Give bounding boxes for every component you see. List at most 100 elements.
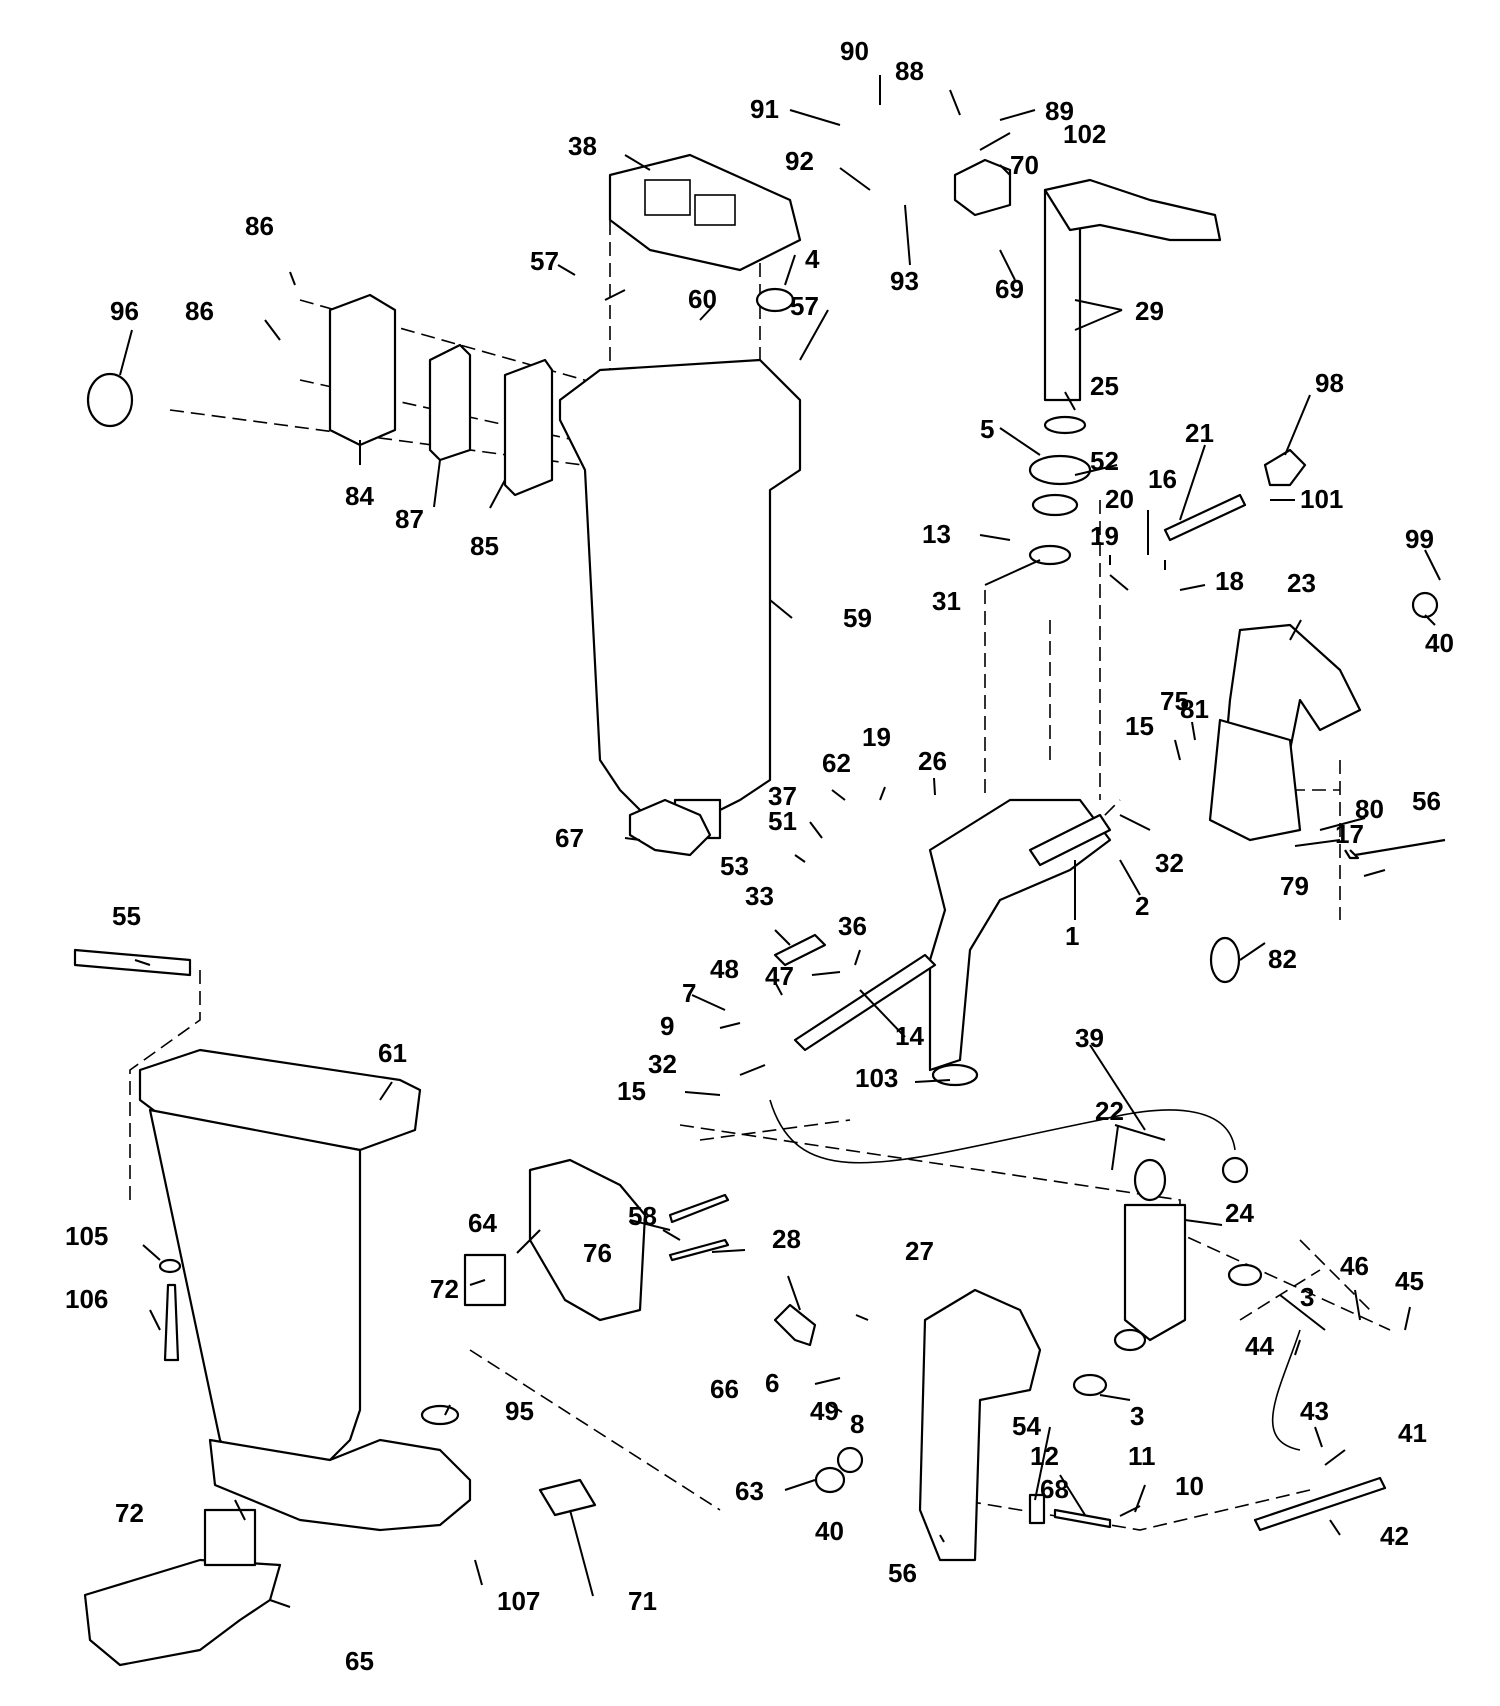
leader-lines <box>119 75 1441 1608</box>
callout-42: 42 <box>1380 1521 1409 1551</box>
callout-52: 52 <box>1090 446 1119 476</box>
callout-48: 48 <box>710 954 739 984</box>
callout-37: 37 <box>768 781 797 811</box>
callout-20: 20 <box>1105 484 1134 514</box>
callout-1: 1 <box>1065 921 1079 951</box>
callout-58: 58 <box>628 1201 657 1231</box>
plate-65 <box>83 1558 282 1667</box>
bolts-58 <box>668 1193 730 1262</box>
callout-82: 82 <box>1268 944 1297 974</box>
callout-57a: 57 <box>530 246 559 276</box>
callout-96: 96 <box>110 296 139 326</box>
callout-11: 11 <box>1128 1441 1156 1471</box>
callout-56a: 56 <box>1412 786 1441 816</box>
callout-69: 69 <box>995 274 1024 304</box>
callout-24: 24 <box>1225 1198 1254 1228</box>
callout-93: 93 <box>890 266 919 296</box>
callout-46: 46 <box>1340 1251 1369 1281</box>
callout-91: 91 <box>750 94 779 124</box>
callout-101: 101 <box>1300 484 1343 514</box>
callout-31: 31 <box>932 586 961 616</box>
callout-72b: 72 <box>115 1498 144 1528</box>
cable-39 <box>769 1099 1236 1164</box>
ring-52 <box>1031 493 1079 517</box>
rod-55 <box>73 948 192 977</box>
part-shapes <box>73 153 1446 1667</box>
callout-32b: 32 <box>648 1049 677 1079</box>
callout-70: 70 <box>1010 150 1039 180</box>
callout-3a: 3 <box>1300 1282 1314 1312</box>
callout-75: 75 <box>1160 686 1189 716</box>
callout-15b: 15 <box>617 1076 646 1106</box>
swivel-bracket-1 <box>928 798 1112 1072</box>
callout-13: 13 <box>922 519 951 549</box>
callout-38: 38 <box>568 131 597 161</box>
callout-41: 41 <box>1398 1418 1427 1448</box>
stern-bracket-27 <box>918 1288 1042 1562</box>
callout-32a: 32 <box>1155 848 1184 878</box>
callout-36: 36 <box>838 911 867 941</box>
callout-45: 45 <box>1395 1266 1424 1296</box>
callout-85: 85 <box>470 531 499 561</box>
callout-107: 107 <box>497 1586 540 1616</box>
bracket-lower <box>1208 718 1302 842</box>
callout-51: 51 <box>768 806 797 836</box>
callout-105: 105 <box>65 1221 108 1251</box>
callout-28: 28 <box>772 1224 801 1254</box>
callout-40b: 40 <box>815 1516 844 1546</box>
gasket-38 <box>608 153 802 272</box>
callout-6: 6 <box>765 1368 779 1398</box>
assembly-lines <box>129 200 1391 1531</box>
callout-89: 89 <box>1045 96 1074 126</box>
callout-61: 61 <box>378 1038 407 1068</box>
callout-14: 14 <box>895 1021 924 1051</box>
callout-16: 16 <box>1148 464 1177 494</box>
callout-2: 2 <box>1135 891 1149 921</box>
callout-66: 66 <box>710 1374 739 1404</box>
tilt-tube-14 <box>793 953 937 1052</box>
bearing-5 <box>1028 454 1092 486</box>
callout-60: 60 <box>688 284 717 314</box>
callout-10: 10 <box>1175 1471 1204 1501</box>
callout-12: 12 <box>1030 1441 1059 1471</box>
callout-62: 62 <box>822 748 851 778</box>
callout-27: 27 <box>905 1236 934 1266</box>
plate-82 <box>1209 936 1241 984</box>
block-72b <box>203 1508 257 1567</box>
callout-72a: 72 <box>430 1274 459 1304</box>
washer-95 <box>420 1404 460 1426</box>
callout-80: 80 <box>1355 794 1384 824</box>
callout-40a: 40 <box>1425 628 1454 658</box>
callout-106: 106 <box>65 1284 108 1314</box>
callout-71: 71 <box>628 1586 657 1616</box>
bushing-3b <box>1072 1373 1108 1397</box>
plug-96 <box>86 372 134 428</box>
skeg-107 <box>208 1438 472 1532</box>
pin-33 <box>773 933 827 967</box>
callout-54: 54 <box>1012 1411 1041 1441</box>
callout-49: 49 <box>810 1396 839 1426</box>
callout-23: 23 <box>1287 568 1316 598</box>
callout-98: 98 <box>1315 368 1344 398</box>
cable-44 <box>1271 1329 1301 1451</box>
callout-55: 55 <box>112 901 141 931</box>
bushing-3a <box>1227 1263 1263 1287</box>
callout-90: 90 <box>840 36 869 66</box>
callout-8: 8 <box>850 1409 864 1439</box>
callout-103: 103 <box>855 1063 898 1093</box>
callout-102: 102 <box>1063 119 1106 149</box>
callout-63: 63 <box>735 1476 764 1506</box>
steering-arm <box>1043 178 1222 242</box>
callout-9: 9 <box>660 1011 674 1041</box>
midsection-housing-59 <box>558 358 802 822</box>
bolt-68 <box>1053 1508 1112 1529</box>
callout-5: 5 <box>980 414 994 444</box>
callout-26: 26 <box>918 746 947 776</box>
bushing-103 <box>931 1063 979 1087</box>
callout-99: 99 <box>1405 524 1434 554</box>
callout-65: 65 <box>345 1646 374 1676</box>
callout-19a: 19 <box>1090 521 1119 551</box>
callout-4: 4 <box>805 244 820 274</box>
gasket-87 <box>428 343 472 462</box>
